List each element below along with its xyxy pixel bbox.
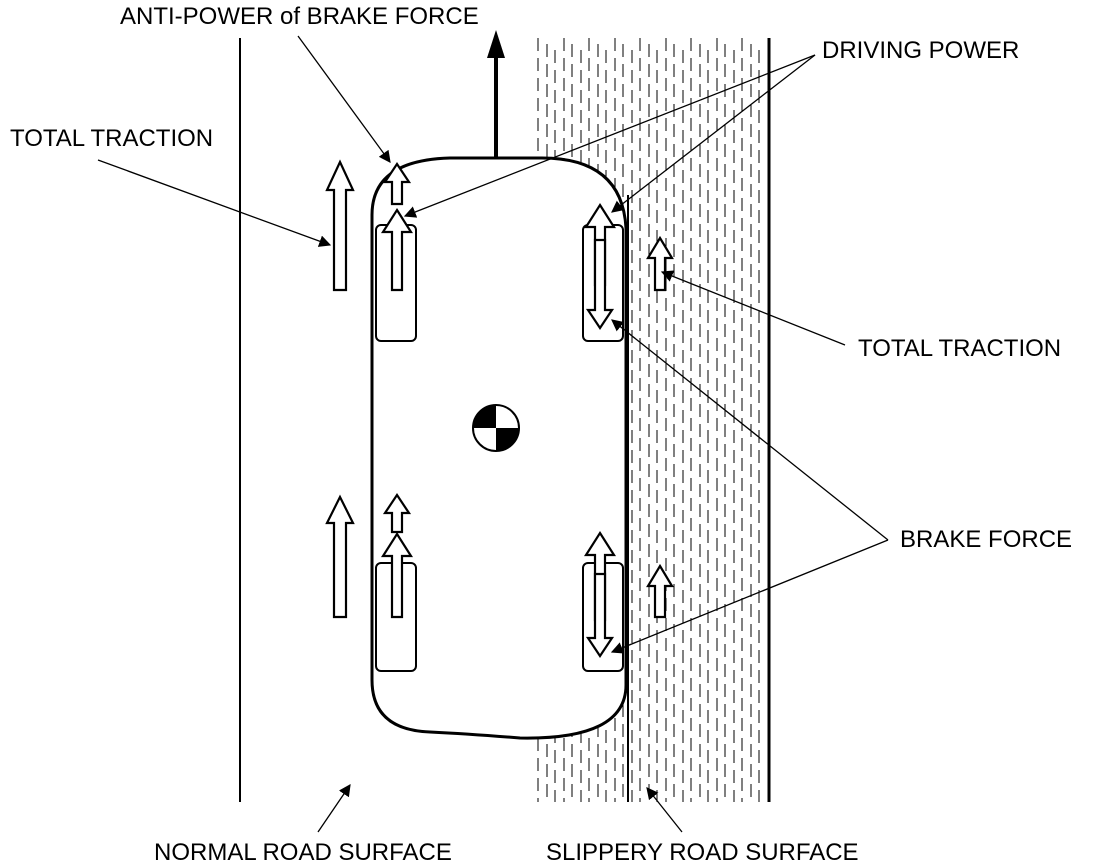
leader-slippery-road bbox=[646, 787, 683, 833]
force-arrows bbox=[325, 159, 674, 658]
leader-driving-power-left bbox=[403, 54, 816, 218]
total-traction-arrow-rear-right bbox=[646, 563, 674, 619]
total-traction-arrow-rear-left bbox=[325, 494, 355, 619]
leader-brake-force-rear bbox=[610, 539, 889, 654]
label-driving-power: DRIVING POWER bbox=[822, 37, 1019, 64]
center-of-gravity-icon bbox=[472, 404, 520, 452]
direction-arrow-icon bbox=[487, 30, 505, 158]
total-traction-arrow-front-left bbox=[325, 159, 355, 292]
brake-force-arrow-rear-right bbox=[585, 572, 615, 658]
leader-total-traction-left bbox=[97, 159, 332, 247]
label-slippery-road-surface: SLIPPERY ROAD SURFACE bbox=[546, 839, 859, 866]
label-anti-power-of-brake-force: ANTI-POWER of BRAKE FORCE bbox=[120, 3, 479, 30]
leader-total-traction-right bbox=[660, 270, 846, 346]
leader-driving-power-right bbox=[611, 54, 816, 213]
leader-lines bbox=[97, 35, 889, 833]
leader-normal-road bbox=[317, 784, 351, 833]
anti-power-arrow-front-left bbox=[382, 162, 412, 206]
leader-brake-force-front bbox=[611, 319, 889, 541]
brake-force-arrow-front-right bbox=[585, 238, 615, 330]
label-brake-force: BRAKE FORCE bbox=[900, 526, 1072, 553]
label-total-traction-left: TOTAL TRACTION bbox=[10, 125, 213, 152]
label-normal-road-surface: NORMAL ROAD SURFACE bbox=[154, 839, 452, 866]
driving-power-arrow-rear-left bbox=[380, 531, 414, 619]
driving-power-arrow-front-left bbox=[380, 207, 414, 292]
label-total-traction-right: TOTAL TRACTION bbox=[858, 335, 1061, 362]
total-traction-arrow-front-right bbox=[646, 235, 674, 292]
leader-anti-power bbox=[297, 35, 391, 163]
